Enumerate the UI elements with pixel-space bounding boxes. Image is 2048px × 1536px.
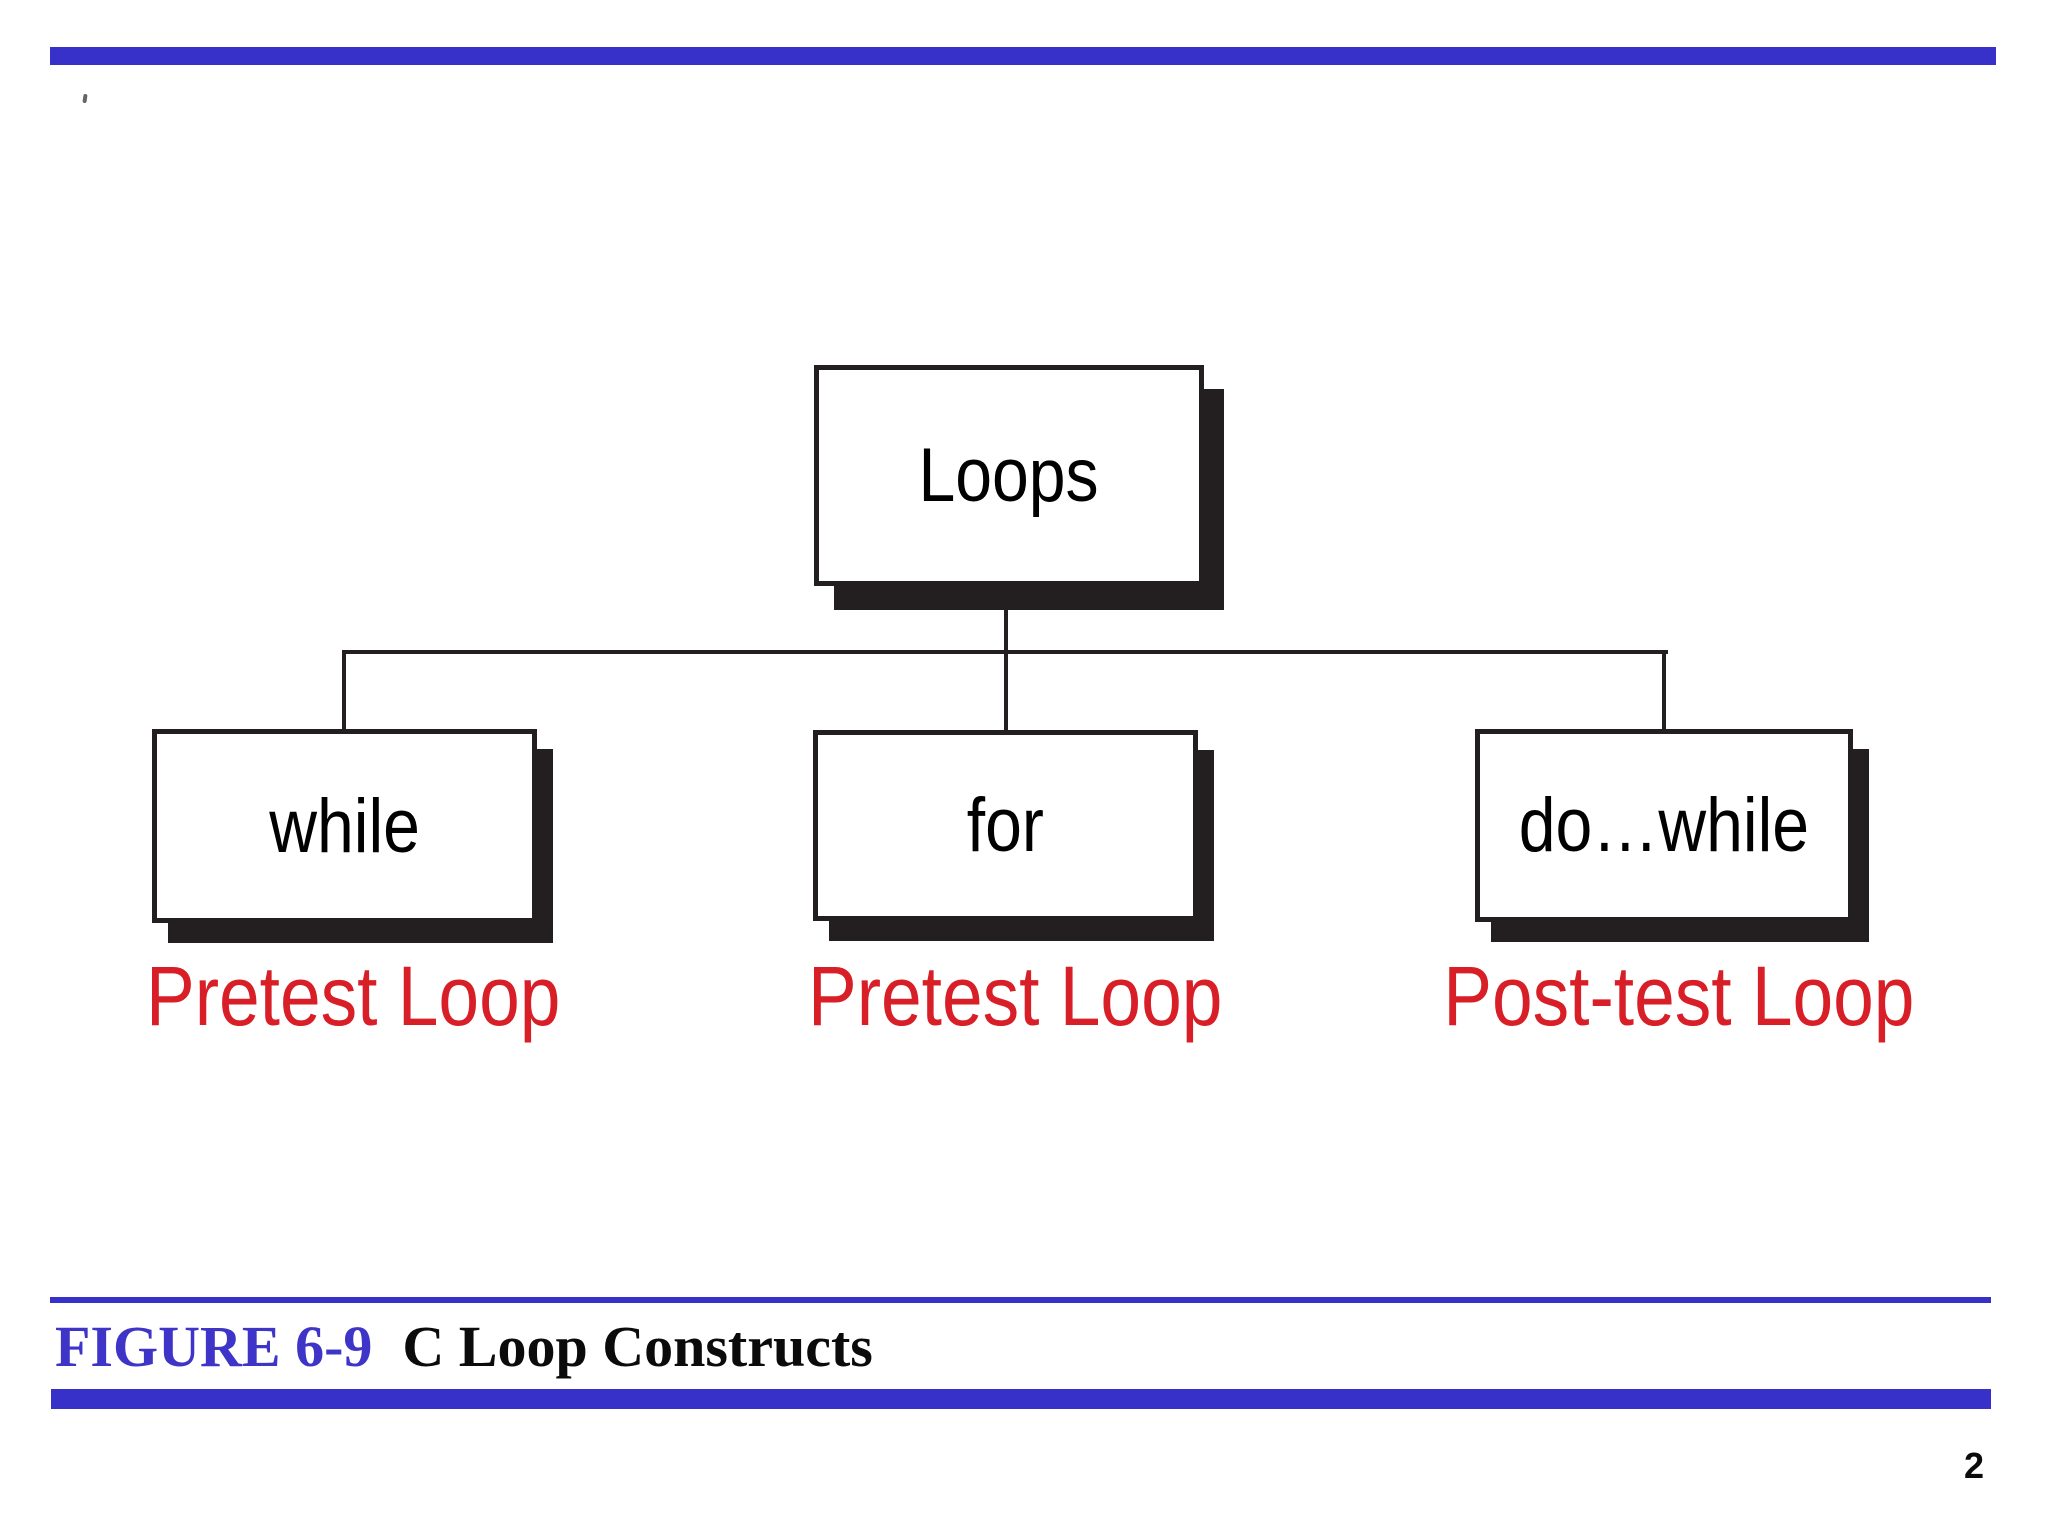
node-for: for [813,730,1198,921]
node-do-while-label: do…while [1518,783,1810,868]
caption-rule-bottom [51,1389,1991,1409]
label-while-loop-type-text: Pretest Loop [145,949,561,1043]
stray-mark [82,93,88,104]
top-divider-bar [50,47,1996,65]
node-while: while [152,729,537,923]
label-do-while-loop-type-text: Post-test Loop [1443,949,1915,1043]
label-do-while-loop-type: Post-test Loop [1329,948,2029,1045]
connector-left-stem [342,650,346,733]
label-for-loop-type-text: Pretest Loop [807,949,1223,1043]
label-while-loop-type: Pretest Loop [3,948,703,1045]
node-for-label: for [966,783,1045,868]
page-number: 2 [1963,1445,1984,1486]
node-loops: Loops [814,365,1204,586]
node-loops-label: Loops [918,433,1100,518]
label-for-loop-type: Pretest Loop [665,948,1365,1045]
connector-right-stem [1662,650,1666,733]
caption-rule-top [50,1297,1991,1303]
figure-number-label: FIGURE 6-9 [55,1314,373,1379]
connector-root-stem [1004,584,1008,734]
node-while-label: while [269,783,420,869]
figure-title: C Loop Constructs [402,1314,873,1379]
node-do-while: do…while [1475,729,1853,922]
connector-horizontal [342,650,1668,654]
